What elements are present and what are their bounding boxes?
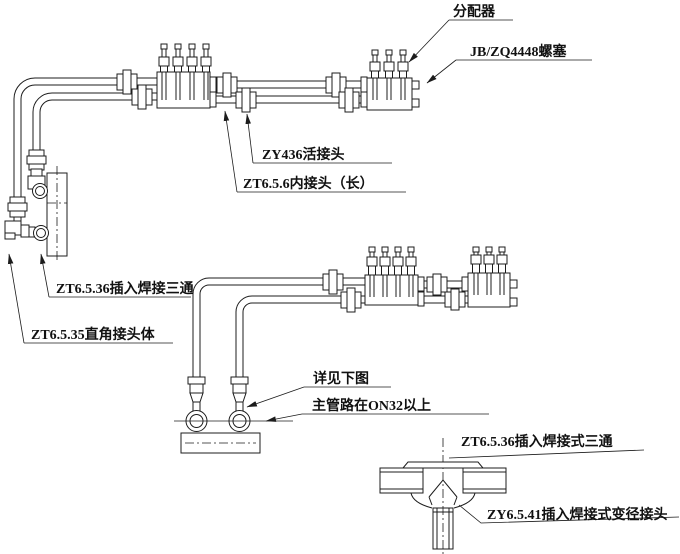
leader-main-pipe-note [265,413,303,422]
leader-see-detail [246,386,305,408]
union-fitting [131,84,153,110]
tee-right-pipe [462,467,507,494]
vertical-union-fitting [7,196,28,222]
union-fitting [417,273,469,296]
leader-detail-tee [448,449,645,459]
vertical-union-fitting [26,149,47,177]
distributor-outlets [158,43,212,100]
label-right-angle-body: ZT6.5.35直角接头体 [31,326,156,343]
union-fitting [338,87,368,113]
top-left-drop-pipe-inner [32,92,157,150]
top-left-drop-pipe-outer [13,77,157,197]
label-see-detail: 详见下图 [313,370,369,387]
text-labels: 分配器 JB/ZQ4448螺塞 ZY436活接头 ZT6.5.6内接头（长） Z… [31,4,667,523]
label-distributor: 分配器 [453,4,496,20]
label-detail-reducer: ZY6.5.41插入焊接式变径接头 [487,506,667,523]
distributor-block-left [156,71,211,109]
leader-distributor [408,19,450,63]
leader-right-angle [7,253,25,344]
insert-weld-tee-ring [33,225,49,241]
label-main-pipe-note: 主管路在ON32以上 [312,397,431,414]
plug-fitting [411,80,420,90]
middle-assembly [174,246,518,454]
distributor-block-right [467,272,511,308]
distributor-outlets [470,246,508,295]
tee-body-bell [403,492,483,509]
tee-left-pipe [379,467,424,494]
vertical-union-fitting [230,376,249,412]
leader-inner-joint [223,110,238,193]
label-union-joint: ZY436活接头 [262,146,344,163]
top-connecting-pipes [210,80,367,104]
leader-union-joint [245,113,254,164]
leader-lines [7,19,680,524]
distributor-outlets [366,246,417,297]
union-fitting [322,269,344,295]
label-plug: JB/ZQ4448螺塞 [470,43,567,60]
reducer-outlet-pipe [432,507,454,550]
union-fitting [209,87,257,113]
insert-weld-tee-ring [32,183,48,199]
union-fitting [209,72,238,98]
plug-fitting [509,279,518,289]
detail-view-weld-tee [379,438,507,554]
label-inner-joint-long: ZT6.5.6内接头（长） [243,175,374,192]
right-angle-joint-body [4,220,36,240]
tee-inner-cone [428,479,458,506]
union-fitting [340,287,362,313]
leader-plug [426,59,457,84]
distributor-block-left [364,274,419,306]
plug-fitting [509,297,518,307]
mid-left-drop-pipes [192,277,365,377]
leader-weld-tee [40,253,50,298]
leader-detail-reducer [458,504,680,524]
union-fitting [325,72,368,98]
plug-fitting [411,98,420,108]
label-detail-tee: ZT6.5.36插入焊接式三通 [461,433,613,450]
label-insert-weld-tee: ZT6.5.36插入焊接三通 [56,280,194,297]
tee-top-flange [401,461,485,469]
distributor-outlets [369,49,409,100]
top-assembly [4,43,420,262]
vertical-union-fitting [187,376,206,412]
